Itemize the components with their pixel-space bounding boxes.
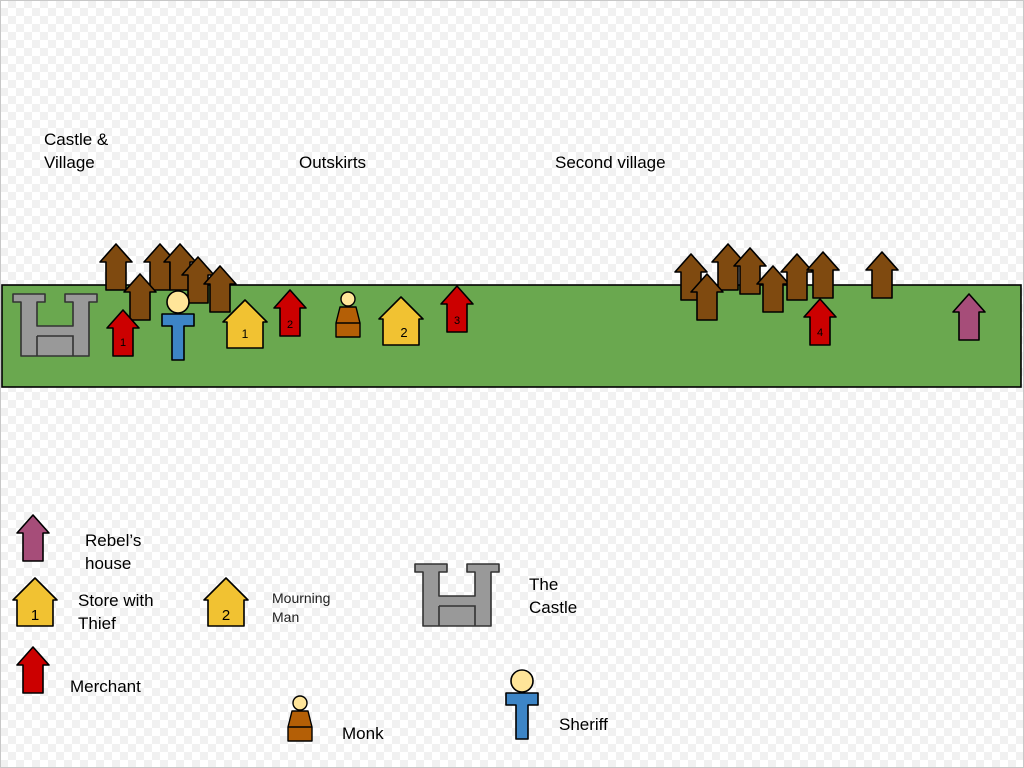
legend-merchant-icon xyxy=(16,646,50,694)
store-with-thief: 1 xyxy=(222,299,268,349)
merchant-4-number: 4 xyxy=(817,327,823,339)
legend-store-number: 1 xyxy=(31,607,39,624)
legend-mourning-man-icon: 2 xyxy=(203,577,249,627)
region-label-outskirts: Outskirts xyxy=(299,153,367,172)
merchant-house-2: 2 xyxy=(273,289,307,337)
merchant-house-3: 3 xyxy=(440,285,474,333)
legend-rebel-house-label: Rebel’s house xyxy=(85,531,142,573)
legend-merchant-label: Merchant xyxy=(70,677,141,696)
legend-rebel-house-icon xyxy=(16,514,50,562)
road-band xyxy=(1,284,1022,388)
region-label-castle-village: Castle & Village xyxy=(44,130,109,172)
legend-mourning-man-label: Mourning Man xyxy=(272,590,331,625)
legend-mourning-man-number: 2 xyxy=(222,607,230,624)
legend-monk-label: Monk xyxy=(342,724,384,743)
legend-castle-icon xyxy=(414,563,500,627)
mourning-man-house: 2 xyxy=(378,296,424,346)
legend-sheriff-label: Sheriff xyxy=(559,715,608,734)
legend-store-label: Store with Thief xyxy=(78,591,154,633)
legend-store-icon: 1 xyxy=(12,577,58,627)
merchant-1-number: 1 xyxy=(120,337,126,349)
legend-castle-label: The Castle xyxy=(529,575,578,617)
region-label-second-village: Second village xyxy=(555,153,666,172)
legend-monk-icon xyxy=(287,695,313,742)
merchant-house-1: 1 xyxy=(106,309,140,357)
merchant-3-number: 3 xyxy=(454,315,460,327)
merchant-2-number: 2 xyxy=(287,319,293,331)
store-with-thief-number: 1 xyxy=(242,327,249,341)
legend-sheriff-icon xyxy=(505,669,539,740)
merchant-house-4: 4 xyxy=(803,298,837,346)
mourning-man-number: 2 xyxy=(400,325,407,340)
